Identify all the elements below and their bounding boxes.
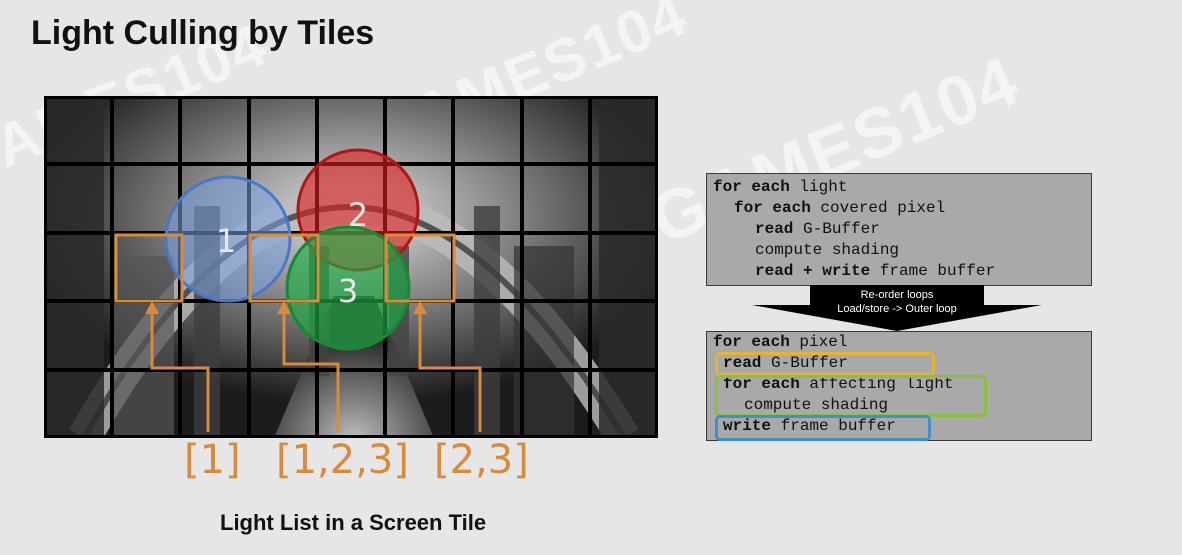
arrow-caption-line: Re-order loops xyxy=(860,289,934,301)
code-line: compute shading xyxy=(755,240,899,261)
code-line: for each affecting light xyxy=(723,374,953,395)
keyword: read xyxy=(755,220,794,238)
highlight-read-gbuffer xyxy=(715,352,935,376)
arrow-caption-line: Load/store -> Outer loop xyxy=(837,303,957,315)
code-block-reordered: for each pixel read G-Buffer for each af… xyxy=(706,331,1092,441)
keyword: read xyxy=(723,354,762,372)
light-label-1: 1 xyxy=(216,222,236,260)
highlight-light-loop xyxy=(715,375,987,417)
code-text: compute shading xyxy=(755,241,900,259)
column xyxy=(474,206,500,438)
reorder-arrow: Re-order loops Load/store -> Outer loop xyxy=(752,285,1042,336)
code-line: read + write frame buffer xyxy=(755,261,995,282)
code-text: G-Buffer xyxy=(761,354,848,372)
keyword: read + write xyxy=(755,262,871,280)
code-line: read G-Buffer xyxy=(755,219,880,240)
arrow-caption: Re-order loops Load/store -> Outer loop xyxy=(752,285,1042,316)
code-block-original: for each light for each covered pixel re… xyxy=(706,173,1092,286)
tile-pointer-arrows xyxy=(150,308,482,432)
highlight-write-framebuffer xyxy=(715,415,931,441)
code-text: affecting light xyxy=(799,375,954,393)
light-label-3: 3 xyxy=(338,272,358,310)
code-line: for each light xyxy=(713,177,847,198)
code-line: read G-Buffer xyxy=(723,353,848,374)
slide-title: Light Culling by Tiles xyxy=(31,14,375,52)
keyword: write xyxy=(723,417,772,435)
code-line: compute shading xyxy=(744,395,888,416)
tile-light-list-123: [1,2,3] xyxy=(276,437,409,483)
keyword: for each xyxy=(713,333,790,351)
keyword: for each xyxy=(723,375,800,393)
scene-illustration: 1 2 3 xyxy=(44,96,658,438)
light-label-2: 2 xyxy=(348,196,368,234)
code-text: light xyxy=(789,178,848,196)
code-text: pixel xyxy=(789,333,848,351)
code-text: covered pixel xyxy=(810,199,946,217)
highlighted-tile-1 xyxy=(114,233,184,303)
right-wall xyxy=(599,96,658,438)
left-alcove xyxy=(114,256,174,438)
code-text: frame buffer xyxy=(771,417,896,435)
light-sphere-1 xyxy=(164,175,292,303)
keyword: for each xyxy=(734,199,811,217)
figure-caption: Light List in a Screen Tile xyxy=(220,510,487,535)
tile-light-list-1: [1] xyxy=(184,437,241,483)
down-arrow-icon xyxy=(752,285,1042,331)
code-text: frame buffer xyxy=(870,262,996,280)
corridor-floor xyxy=(274,296,434,438)
code-line: for each pixel xyxy=(713,332,847,353)
code-text: compute shading xyxy=(744,396,889,414)
code-text: G-Buffer xyxy=(793,220,880,238)
screen-tile-image: 1 2 3 xyxy=(44,96,658,438)
left-wall xyxy=(44,96,104,438)
arrowheads xyxy=(145,301,427,314)
code-line: write frame buffer xyxy=(723,416,896,437)
code-line: for each covered pixel xyxy=(734,198,945,219)
keyword: for each xyxy=(713,178,790,196)
tile-light-list-23: [2,3] xyxy=(434,437,529,483)
